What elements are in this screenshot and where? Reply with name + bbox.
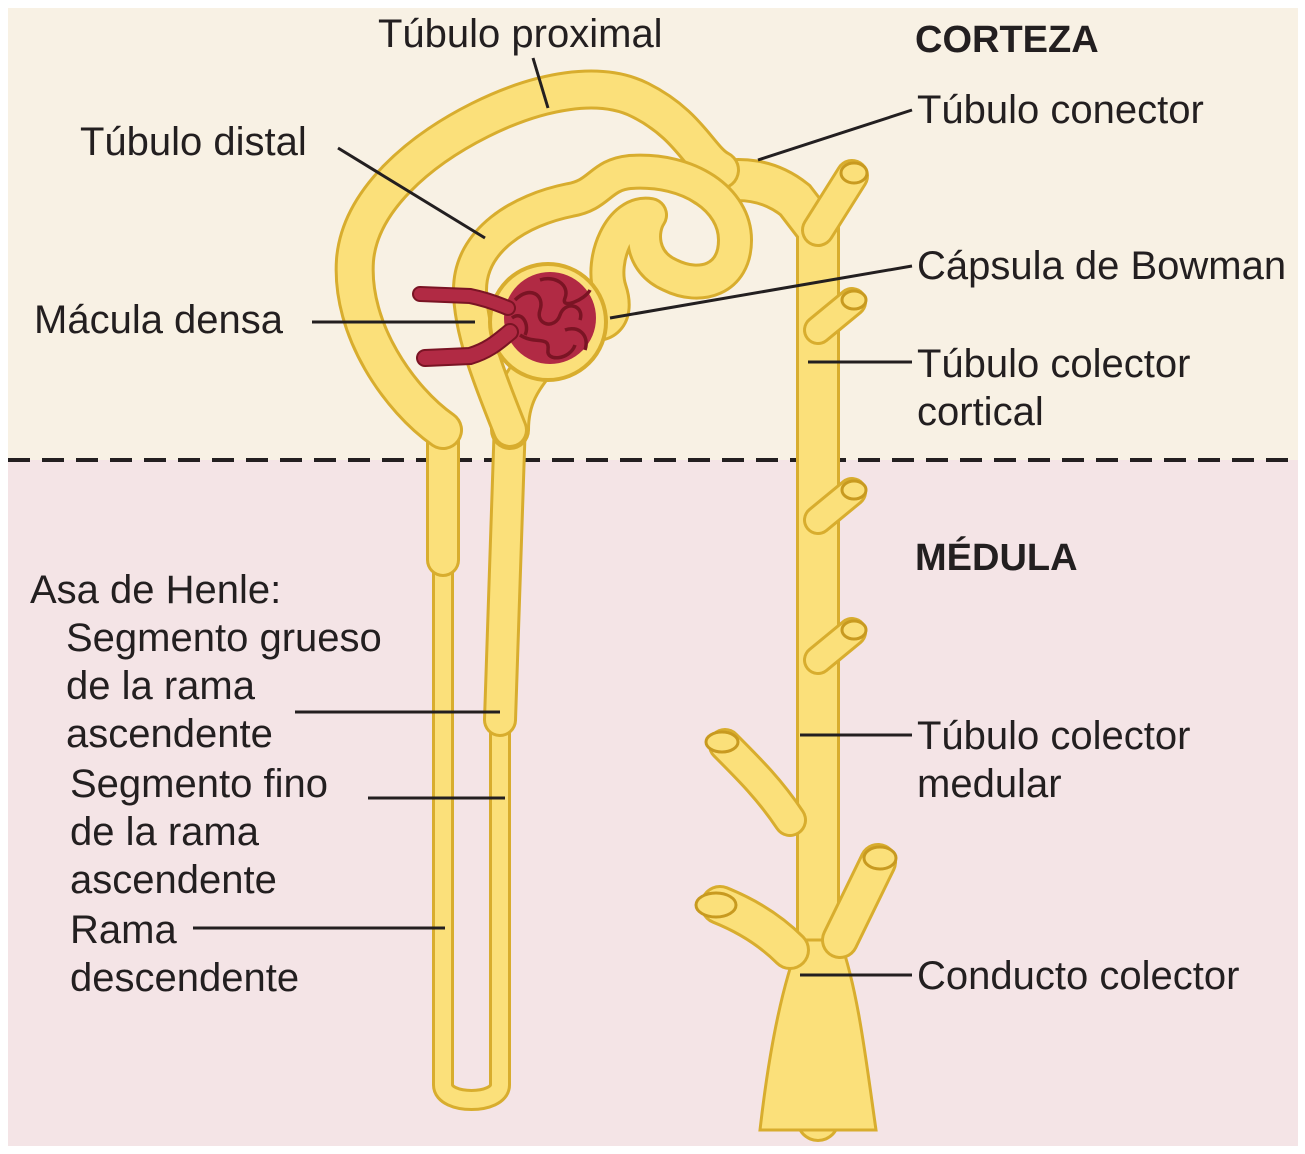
macula-densa-label: Mácula densa	[34, 296, 283, 344]
collecting-duct-label: Conducto colector	[917, 952, 1239, 1000]
henle-loop-title: Asa de Henle:	[30, 566, 281, 614]
descending-limb-label: Rama descendente	[70, 906, 299, 1002]
cortical-collecting-tubule-label: Túbulo colector cortical	[917, 340, 1190, 436]
thin-ascending-limb-label: Segmento fino de la rama ascendente	[70, 760, 328, 904]
glomerulus	[504, 272, 596, 364]
bowman-capsule-label: Cápsula de Bowman	[917, 242, 1286, 290]
medulla-heading: MÉDULA	[915, 534, 1078, 582]
distal-tubule-label: Túbulo distal	[80, 118, 307, 166]
thick-ascending-limb-label: Segmento grueso de la rama ascendente	[66, 614, 382, 758]
cortex-heading: CORTEZA	[915, 16, 1099, 64]
proximal-tubule-label: Túbulo proximal	[378, 10, 663, 58]
connecting-tubule-label: Túbulo conector	[917, 86, 1204, 134]
medullary-collecting-tubule-label: Túbulo colector medular	[917, 712, 1190, 808]
